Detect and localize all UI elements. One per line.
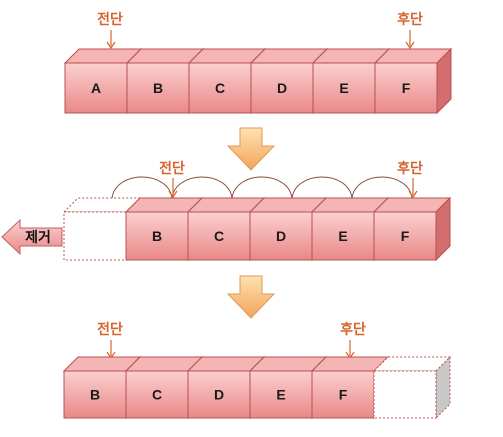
cell: F — [372, 196, 452, 262]
down-arrow-icon — [226, 275, 276, 319]
cell-label: B — [152, 228, 162, 244]
rear-label: 후단 — [340, 321, 366, 338]
cell-label: D — [214, 387, 224, 403]
cell-label: D — [277, 80, 287, 96]
front-label: 전단 — [159, 160, 185, 177]
cell-label: F — [401, 228, 410, 244]
rear-pointer-row-3: 후단 — [340, 321, 366, 360]
front-label: 전단 — [97, 11, 123, 28]
row-initial: A B C D E F — [63, 47, 453, 115]
rear-label: 후단 — [397, 11, 423, 28]
cell-front-face — [312, 62, 376, 114]
cell-empty — [372, 355, 452, 420]
remove-label: 제거 — [25, 230, 51, 246]
cell-front-face — [249, 370, 313, 419]
cell-label: C — [215, 80, 225, 96]
row-final: B C D E F — [62, 355, 452, 420]
cell-side-face — [435, 355, 451, 420]
shift-arcs — [111, 176, 413, 199]
cell-front-face — [249, 211, 313, 261]
cell-label: C — [152, 387, 162, 403]
cell-label: B — [90, 387, 100, 403]
remove-arrow: 제거 — [1, 218, 63, 256]
rear-label: 후단 — [397, 160, 423, 177]
cell-front-face — [373, 211, 437, 261]
cell-label: A — [91, 80, 101, 96]
left-arrow-icon — [1, 218, 63, 256]
front-pointer-row-3: 전단 — [97, 321, 123, 360]
cell-front-face — [373, 370, 437, 419]
cell-label: E — [276, 387, 285, 403]
cell-label: E — [339, 80, 348, 96]
front-pointer-row-1: 전단 — [97, 11, 123, 50]
down-arrow-icon — [226, 127, 276, 171]
front-label: 전단 — [97, 321, 123, 338]
row-after-removal: B C D E F — [62, 196, 452, 262]
front-pointer-row-2: 전단 — [159, 160, 185, 199]
cell-front-face — [64, 62, 128, 114]
cell-label: C — [214, 228, 224, 244]
cell-front-face — [374, 62, 438, 114]
cell-label: E — [338, 228, 347, 244]
cell-front-face — [187, 370, 251, 419]
cell-label: F — [339, 387, 348, 403]
cell-label: F — [402, 80, 411, 96]
rear-pointer-row-2: 후단 — [397, 160, 423, 199]
cell: F — [373, 47, 453, 115]
cell-label: D — [276, 228, 286, 244]
cell-front-face — [126, 62, 190, 114]
cell-label: B — [153, 80, 163, 96]
rear-pointer-row-1: 후단 — [397, 11, 423, 50]
cell-front-face — [63, 211, 127, 261]
